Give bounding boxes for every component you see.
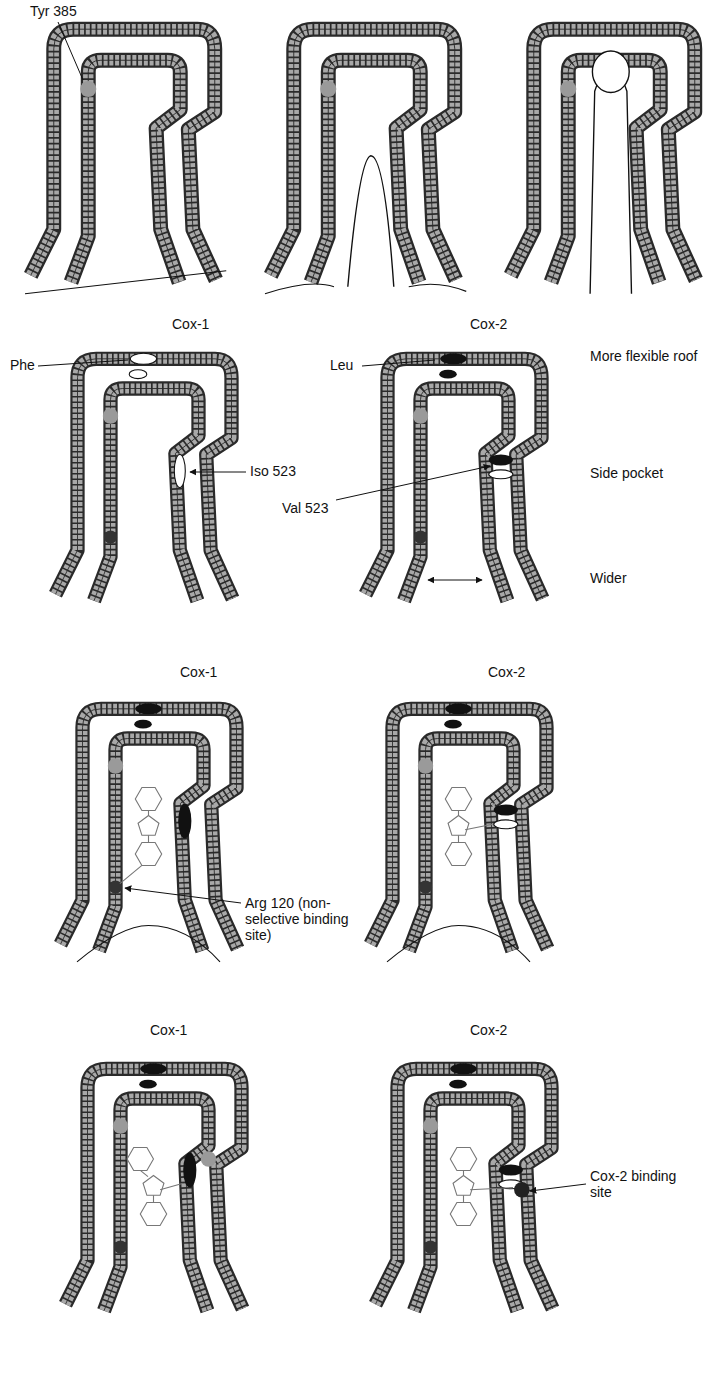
wall-midline: [409, 739, 514, 951]
wall-residues: [311, 60, 420, 282]
panel-title: Cox-1: [150, 1022, 187, 1038]
wall-midline: [414, 1099, 519, 1311]
wall-midline: [404, 389, 509, 601]
panel-title: Cox-1: [172, 316, 209, 332]
wall-midline: [94, 389, 199, 601]
panel-title: Cox-2: [488, 664, 525, 680]
wall-outline: [94, 389, 199, 601]
wall-midline: [99, 739, 204, 951]
enzyme-channel: [66, 1069, 243, 1311]
enzyme-channel: [371, 709, 548, 951]
residue-label: Tyr 385: [30, 3, 77, 19]
panel-title: Cox-2: [470, 316, 507, 332]
residue-label: Phe: [10, 357, 35, 373]
note-label: Side pocket: [590, 465, 700, 481]
wall-residues: [551, 60, 660, 282]
enzyme-channel: [366, 359, 543, 601]
residue-label: Leu: [330, 357, 353, 373]
wall-midline: [104, 1099, 209, 1311]
wall-outline: [404, 389, 509, 601]
wall-outline: [99, 739, 204, 951]
wall-residues: [511, 29, 696, 280]
wall-residues: [99, 739, 204, 951]
wall-residues: [414, 1099, 519, 1311]
note-label: More flexible roof: [590, 348, 700, 364]
enzyme-channel: [61, 709, 238, 951]
enzyme-channel: [376, 1069, 553, 1311]
wall-outline: [551, 60, 660, 282]
wall-midline: [71, 60, 180, 282]
wall-outline: [71, 60, 180, 282]
wall-residues: [71, 60, 180, 282]
enzyme-channel: [31, 29, 216, 282]
enzyme-channel: [511, 29, 696, 282]
residue-label: Iso 523: [250, 463, 296, 479]
panel-title: Cox-2: [470, 1022, 507, 1038]
wall-residues: [94, 389, 199, 601]
panel-title: Cox-1: [180, 664, 217, 680]
wall-outline: [104, 1099, 209, 1311]
residue-label: Val 523: [282, 500, 328, 516]
note-label: Wider: [590, 570, 627, 586]
enzyme-channel: [271, 29, 456, 282]
wall-residues: [104, 1099, 209, 1311]
wall-outline: [511, 29, 696, 280]
wall-residues: [409, 739, 514, 951]
enzyme-channel: [56, 359, 233, 601]
wall-midline: [551, 60, 660, 282]
wall-residues: [404, 389, 509, 601]
wall-outline: [409, 739, 514, 951]
wall-outline: [311, 60, 420, 282]
residue-label: Arg 120 (non-selective binding site): [245, 895, 363, 943]
wall-midline: [511, 29, 696, 280]
wall-outline: [414, 1099, 519, 1311]
note-label: Cox-2 binding site: [590, 1168, 700, 1200]
wall-midline: [311, 60, 420, 282]
